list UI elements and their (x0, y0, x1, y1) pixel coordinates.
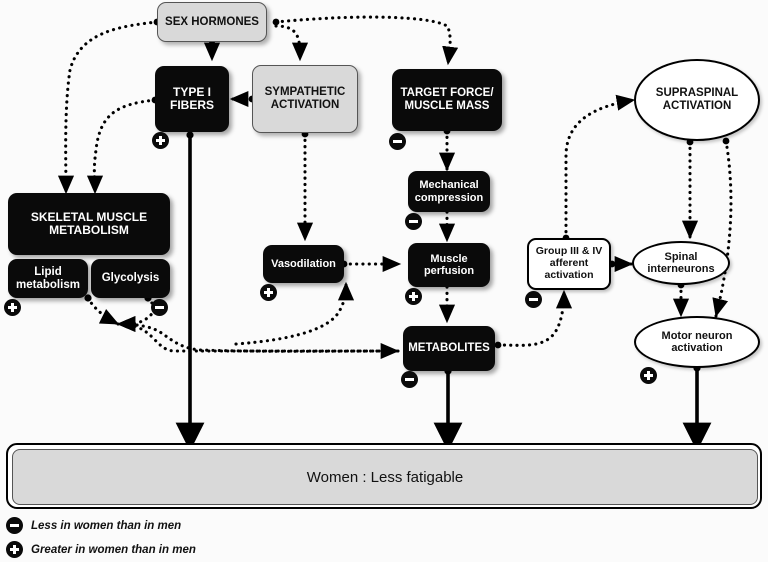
node-sex-hormones[interactable]: SEX HORMONES (157, 2, 267, 42)
node-lipid-metabolism[interactable]: Lipid metabolism (8, 259, 88, 298)
sign-minus-group-iii-iv (525, 291, 542, 308)
node-label: Vasodilation (271, 257, 336, 270)
node-target-force[interactable]: TARGET FORCE/ MUSCLE MASS (392, 69, 502, 131)
node-glycolysis[interactable]: Glycolysis (91, 259, 170, 298)
node-label: Lipid metabolism (16, 265, 80, 291)
sign-plus-motor-neuron-activation (640, 367, 657, 384)
node-label: Muscle perfusion (423, 252, 475, 277)
node-label: SUPRASPINAL ACTIVATION (655, 87, 739, 112)
sign-plus-type-i-fibers (152, 132, 169, 149)
node-label: SKELETAL MUSCLE METABOLISM (30, 209, 148, 237)
legend-item-minus: Less in women than in men (6, 517, 181, 534)
node-label: SEX HORMONES (165, 15, 259, 28)
node-muscle-perfusion[interactable]: Muscle perfusion (408, 243, 490, 287)
sign-plus-muscle-perfusion (405, 288, 422, 305)
node-label: Mechanical compression (414, 179, 484, 204)
node-label: Motor neuron activation (661, 329, 733, 354)
node-group-iii-iv-afferent[interactable]: Group III & IV afferent activation (527, 238, 611, 290)
plus-icon (6, 541, 23, 558)
node-supraspinal-activation[interactable]: SUPRASPINAL ACTIVATION (634, 59, 760, 141)
node-label: Group III & IV afferent activation (535, 245, 603, 281)
node-skeletal-muscle-metabolism[interactable]: SKELETAL MUSCLE METABOLISM (8, 193, 170, 255)
sign-plus-lipid-metabolism (4, 299, 21, 316)
node-label: Spinal interneurons (647, 250, 715, 275)
node-spinal-interneurons[interactable]: Spinal interneurons (632, 241, 730, 285)
sign-minus-target-force (389, 133, 406, 150)
legend-label-plus: Greater in women than in men (31, 543, 196, 556)
sign-plus-vasodilation (260, 284, 277, 301)
node-sympathetic-activation[interactable]: SYMPATHETIC ACTIVATION (252, 65, 358, 133)
legend-label-minus: Less in women than in men (31, 519, 182, 532)
node-metabolites[interactable]: METABOLITES (403, 326, 495, 371)
node-mechanical-compression[interactable]: Mechanical compression (408, 171, 490, 212)
node-type-i-fibers[interactable]: TYPE I FIBERS (155, 66, 229, 132)
outcome-label-wrap: Women : Less fatigable (12, 449, 758, 505)
node-label: TARGET FORCE/ MUSCLE MASS (400, 87, 494, 112)
minus-icon (6, 517, 23, 534)
node-label: TYPE I FIBERS (169, 84, 214, 112)
outcome-banner: Women : Less fatigable (6, 443, 762, 509)
node-vasodilation[interactable]: Vasodilation (263, 245, 344, 283)
node-motor-neuron-activation[interactable]: Motor neuron activation (634, 316, 760, 368)
sign-minus-mechanical-compression (405, 213, 422, 230)
outcome-label: Women : Less fatigable (306, 468, 464, 486)
sign-minus-metabolites (401, 371, 418, 388)
node-label: METABOLITES (408, 342, 490, 355)
node-label: SYMPATHETIC ACTIVATION (264, 86, 346, 111)
node-label: Glycolysis (101, 272, 160, 285)
legend-item-plus: Greater in women than in men (6, 541, 196, 558)
sign-minus-glycolysis (151, 299, 168, 316)
